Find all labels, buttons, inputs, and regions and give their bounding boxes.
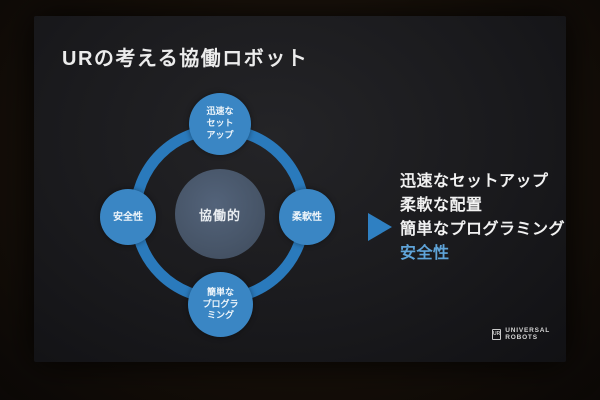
- brand-logo: UR UNIVERSAL ROBOTS: [492, 327, 566, 341]
- node-label: 安全性: [113, 211, 143, 223]
- brand-name: UNIVERSAL ROBOTS: [505, 327, 550, 341]
- diagram-node-quick-setup: 迅速な セット アップ: [189, 93, 251, 155]
- bullet-item: 簡単なプログラミング: [400, 221, 566, 238]
- bullet-list: 迅速なセットアップ 柔軟な配置 簡単なプログラミング 安全性: [400, 170, 565, 266]
- center-label: 協働的: [198, 207, 241, 223]
- right-arrow-icon: [368, 213, 392, 241]
- node-label: 迅速な セット アップ: [206, 106, 234, 140]
- diagram-center-circle: 協働的: [175, 169, 265, 259]
- diagram-node-safety: 安全性: [100, 189, 156, 245]
- universal-robots-logo-icon: UR: [492, 328, 502, 340]
- slide-title: URの考える協働ロボット: [62, 48, 309, 70]
- bullet-item: 柔軟な配置: [400, 197, 483, 214]
- node-label: 柔軟性: [292, 211, 322, 223]
- bullet-item: 安全性: [400, 245, 450, 262]
- diagram-node-flexibility: 柔軟性: [279, 189, 335, 245]
- bullet-item: 迅速なセットアップ: [400, 173, 549, 190]
- presentation-slide: URの考える協働ロボット 迅速な セット アップ 柔軟性 簡単な プログラ ミン…: [34, 16, 566, 362]
- node-label: 簡単な プログラ ミング: [202, 286, 239, 321]
- diagram-node-easy-programming: 簡単な プログラ ミング: [188, 272, 253, 337]
